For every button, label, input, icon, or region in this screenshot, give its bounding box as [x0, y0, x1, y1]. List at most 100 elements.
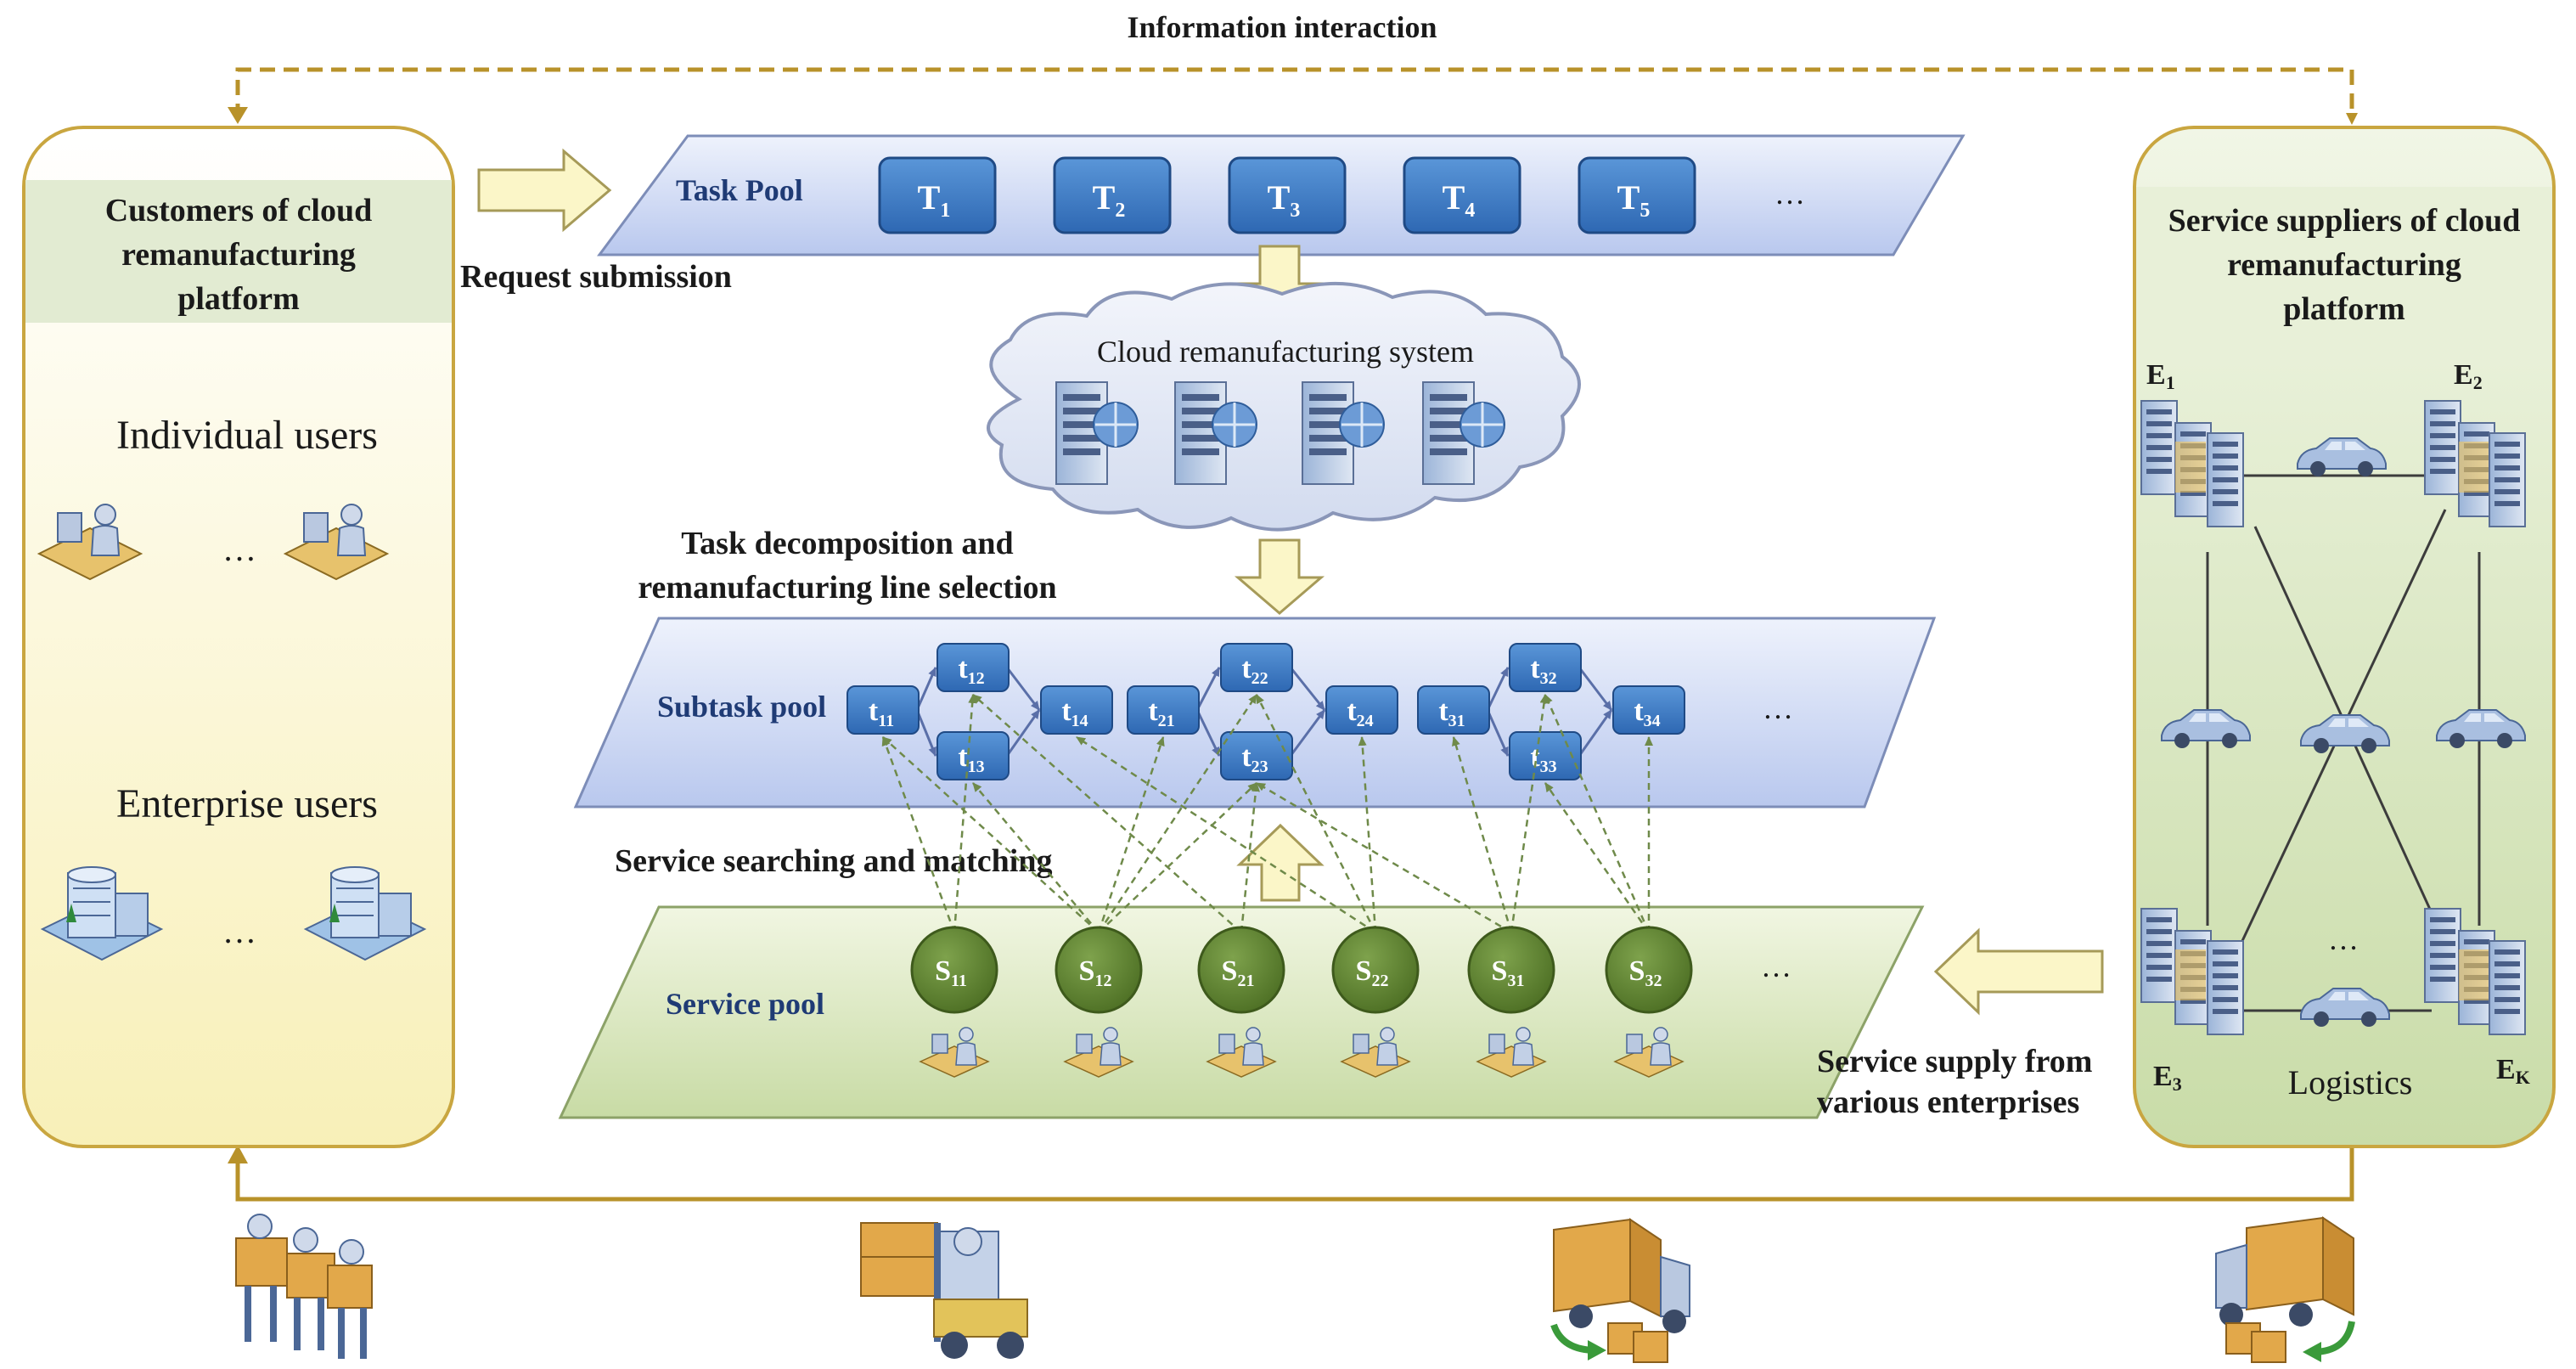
subtask-pool: Subtask pool [573, 617, 1937, 808]
subtask-flow-arrow [915, 667, 937, 711]
enterprise-e2-label: E2 [2454, 359, 2483, 393]
subtask-box-t21: t21 [1127, 685, 1200, 735]
subtask-flow-arrow [1005, 667, 1041, 711]
logistics-return-arrowhead [228, 1145, 248, 1163]
enterprise-e3-label: E3 [2153, 1061, 2182, 1095]
customers-title-line-2: remanufacturing [121, 237, 356, 273]
service-match-link [1544, 694, 1651, 933]
cloud-system-label: Cloud remanufacturing system [1097, 335, 1474, 369]
subtask-box-t11: t11 [846, 685, 920, 735]
subtask-label: t33 [1530, 741, 1556, 776]
service-to-subtask-arrow [1236, 823, 1325, 902]
service-match-link [1097, 736, 1165, 933]
service-match-link [972, 694, 1242, 933]
subtask-flow-arrow [915, 709, 937, 757]
task-box-T1: T1 [878, 156, 997, 234]
customers-title-line-1: Customers of cloud [105, 193, 373, 228]
customers-title-line-3: platform [177, 281, 300, 317]
service-match-link [1255, 694, 1377, 933]
subtask-box-t32: t32 [1509, 643, 1582, 692]
service-matching-links [881, 694, 1653, 934]
subtask-flow-arrows [915, 667, 1613, 757]
subtask-pool-ellipsis: … [1763, 691, 1793, 725]
subtask-label: t14 [1061, 696, 1088, 730]
task-label: T1 [918, 178, 951, 222]
subtask-label: t23 [1241, 741, 1268, 776]
suppliers-panel: Service suppliers of cloud remanufacturi… [2133, 126, 2556, 1148]
service-label: S21 [1222, 955, 1255, 990]
subtask-box-t22: t22 [1220, 643, 1293, 692]
service-match-link [953, 694, 977, 933]
service-supply-label-line-1: Service supply from [1817, 1044, 2092, 1079]
service-match-link [1098, 782, 1257, 933]
task-label: T4 [1443, 178, 1476, 222]
service-node-S32: S32 [1605, 926, 1693, 1078]
delivery-truck-icon [1550, 1218, 1690, 1363]
cloud-remanufacturing-system: Cloud remanufacturing system [987, 282, 1581, 532]
subtask-label: t32 [1530, 653, 1556, 688]
task-pool-label: Task Pool [676, 173, 803, 207]
service-node-S11: S11 [910, 926, 998, 1078]
service-match-link [1510, 694, 1549, 933]
subtask-flow-arrow [1578, 709, 1613, 757]
subtask-flow-arrow [1195, 709, 1221, 757]
logistics-label: Logistics [2288, 1063, 2413, 1101]
truck-unloading-icon [2215, 1216, 2355, 1363]
service-supply-label-line-2: various enterprises [1817, 1084, 2079, 1120]
subtask-pool-label: Subtask pool [657, 690, 826, 724]
subtask-label: t11 [869, 696, 894, 730]
subtask-label: t21 [1148, 696, 1174, 730]
subtask-box-t31: t31 [1417, 685, 1490, 735]
service-node-S31: S31 [1467, 926, 1555, 1078]
service-match-link [972, 782, 1100, 933]
enterprise-e1-label: E1 [2146, 359, 2175, 393]
logistics-return-line [235, 1148, 2354, 1202]
enterprise-users-label: Enterprise users [116, 781, 378, 826]
service-node-S22: S22 [1331, 926, 1420, 1078]
task-label: T3 [1268, 178, 1301, 222]
subtask-flow-arrow [1486, 709, 1510, 757]
task-label: T5 [1617, 178, 1651, 222]
subtask-box-t13: t13 [936, 731, 1010, 780]
enterprise-users-ellipsis: … [222, 912, 256, 950]
service-match-link [1544, 782, 1651, 933]
service-label: S22 [1356, 955, 1389, 990]
subtask-box-t34: t34 [1612, 685, 1685, 735]
subtask-box-t12: t12 [936, 643, 1010, 692]
service-match-link [1076, 735, 1376, 934]
decomposition-label-line-1: Task decomposition and [681, 526, 1013, 561]
service-circles: S11 S12 S21 S22 S31 S32 [910, 926, 1693, 1078]
service-match-link [1452, 736, 1513, 933]
subtask-box-t33: t33 [1509, 731, 1582, 780]
service-supply-arrow [1933, 927, 2104, 1016]
subtask-label: t31 [1438, 696, 1465, 730]
information-interaction-connector [235, 67, 2358, 125]
task-label: T2 [1093, 178, 1126, 222]
enterprise-ek-label: EK [2496, 1054, 2530, 1088]
individual-users-ellipsis: … [222, 530, 256, 568]
information-interaction-left-arrowhead [228, 107, 248, 124]
service-label: S32 [1629, 955, 1662, 990]
subtask-label: t34 [1634, 696, 1660, 730]
service-pool-ellipsis: … [1761, 949, 1791, 983]
subtask-flow-arrow [1195, 667, 1221, 711]
service-label: S12 [1079, 955, 1112, 990]
service-match-link [1097, 694, 1258, 933]
service-matching-label: Service searching and matching [615, 843, 1052, 879]
individual-users-label: Individual users [116, 413, 378, 458]
service-node-S21: S21 [1197, 926, 1285, 1078]
porters-carrying-boxes-icon [235, 1214, 373, 1359]
task-box-T2: T2 [1053, 156, 1172, 234]
suppliers-ellipsis: … [2328, 922, 2359, 956]
information-interaction-label: Information interaction [1128, 10, 1437, 44]
subtask-flow-arrow [1289, 709, 1326, 757]
subtask-box-t24: t24 [1325, 685, 1398, 735]
subtask-label: t24 [1347, 696, 1373, 730]
service-match-link [1256, 781, 1512, 934]
subtask-label: t13 [958, 741, 984, 776]
service-match-link [1358, 736, 1377, 933]
service-pool-label: Service pool [666, 987, 824, 1021]
enterprise-e2-servers [2424, 400, 2526, 527]
service-label: S11 [935, 955, 967, 990]
cloud-to-subtask-arrow [1234, 538, 1325, 615]
